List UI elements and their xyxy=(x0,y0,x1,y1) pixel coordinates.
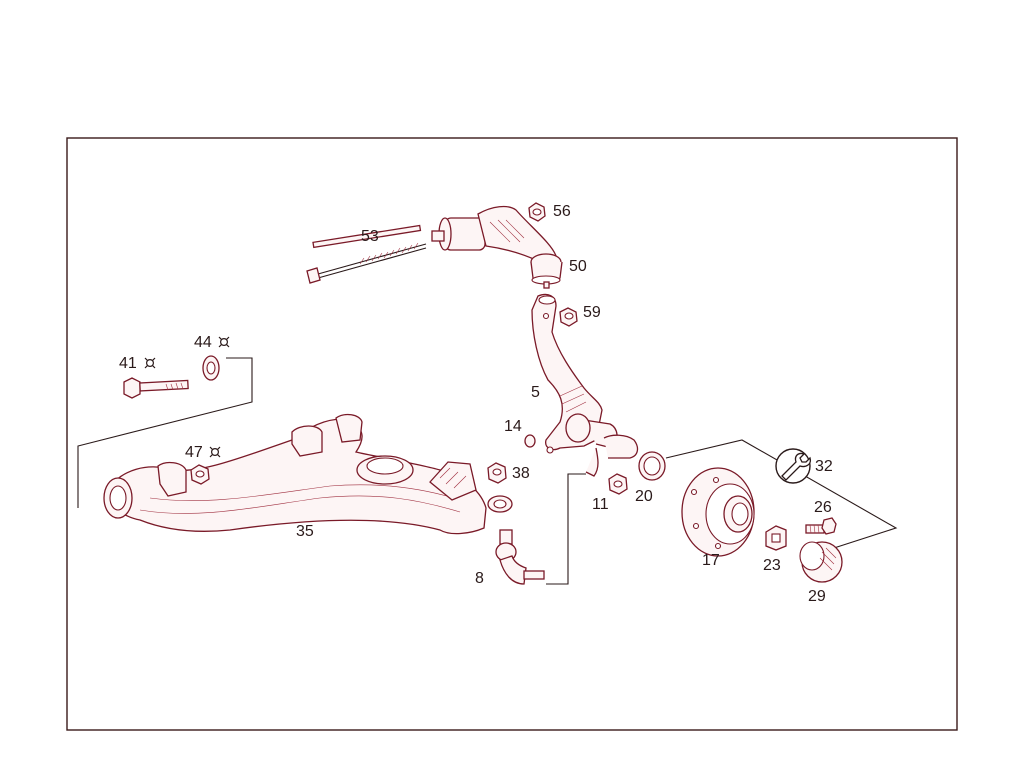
ball-joint-8[interactable] xyxy=(495,529,545,585)
callout-44: 44 xyxy=(194,334,212,351)
washer-44[interactable] xyxy=(202,355,220,381)
steering-knuckle-5[interactable] xyxy=(531,293,639,477)
nut-59[interactable] xyxy=(559,307,578,327)
callout-50: 50 xyxy=(569,258,587,275)
lower-control-arm-35[interactable] xyxy=(103,413,513,535)
leader-8-11 xyxy=(546,473,586,585)
leader-hub-group xyxy=(665,439,898,549)
callout-32: 32 xyxy=(815,458,833,475)
callout-26: 26 xyxy=(814,499,832,516)
callout-14: 14 xyxy=(504,418,522,435)
callout-17: 17 xyxy=(702,552,720,569)
callout-5: 5 xyxy=(531,384,540,401)
nut-47[interactable] xyxy=(190,464,210,485)
seal-20[interactable] xyxy=(638,451,666,481)
callout-59: 59 xyxy=(583,304,601,321)
hub-cap-29[interactable] xyxy=(799,541,843,583)
nut-56[interactable] xyxy=(528,202,546,222)
wrench-icon xyxy=(775,448,812,484)
nut-11[interactable] xyxy=(608,473,628,495)
callout-29: 29 xyxy=(808,588,826,605)
one-time-use-marker-icon xyxy=(209,446,221,458)
callout-20: 20 xyxy=(635,488,653,505)
callout-41: 41 xyxy=(119,355,137,372)
one-time-use-marker-icon xyxy=(144,357,156,369)
callout-47: 47 xyxy=(185,444,203,461)
bushing-14[interactable] xyxy=(524,434,536,448)
bolt-41[interactable] xyxy=(123,377,189,399)
callout-8: 8 xyxy=(475,570,484,587)
callout-38: 38 xyxy=(512,465,530,482)
bolt-26[interactable] xyxy=(805,517,837,535)
leader-41-44 xyxy=(77,357,253,508)
nut-38[interactable] xyxy=(487,462,507,484)
callout-53: 53 xyxy=(361,228,379,245)
one-time-use-marker-icon xyxy=(218,336,230,348)
callout-23: 23 xyxy=(763,557,781,574)
wheel-hub-17[interactable] xyxy=(681,467,755,557)
callout-11: 11 xyxy=(592,496,609,513)
diagram-frame xyxy=(66,137,958,731)
bolt-53[interactable] xyxy=(306,224,427,284)
callout-56: 56 xyxy=(553,203,571,220)
upper-control-arm-50[interactable] xyxy=(431,205,563,289)
callout-35: 35 xyxy=(296,523,314,540)
clamp-nut-23[interactable] xyxy=(765,525,787,551)
